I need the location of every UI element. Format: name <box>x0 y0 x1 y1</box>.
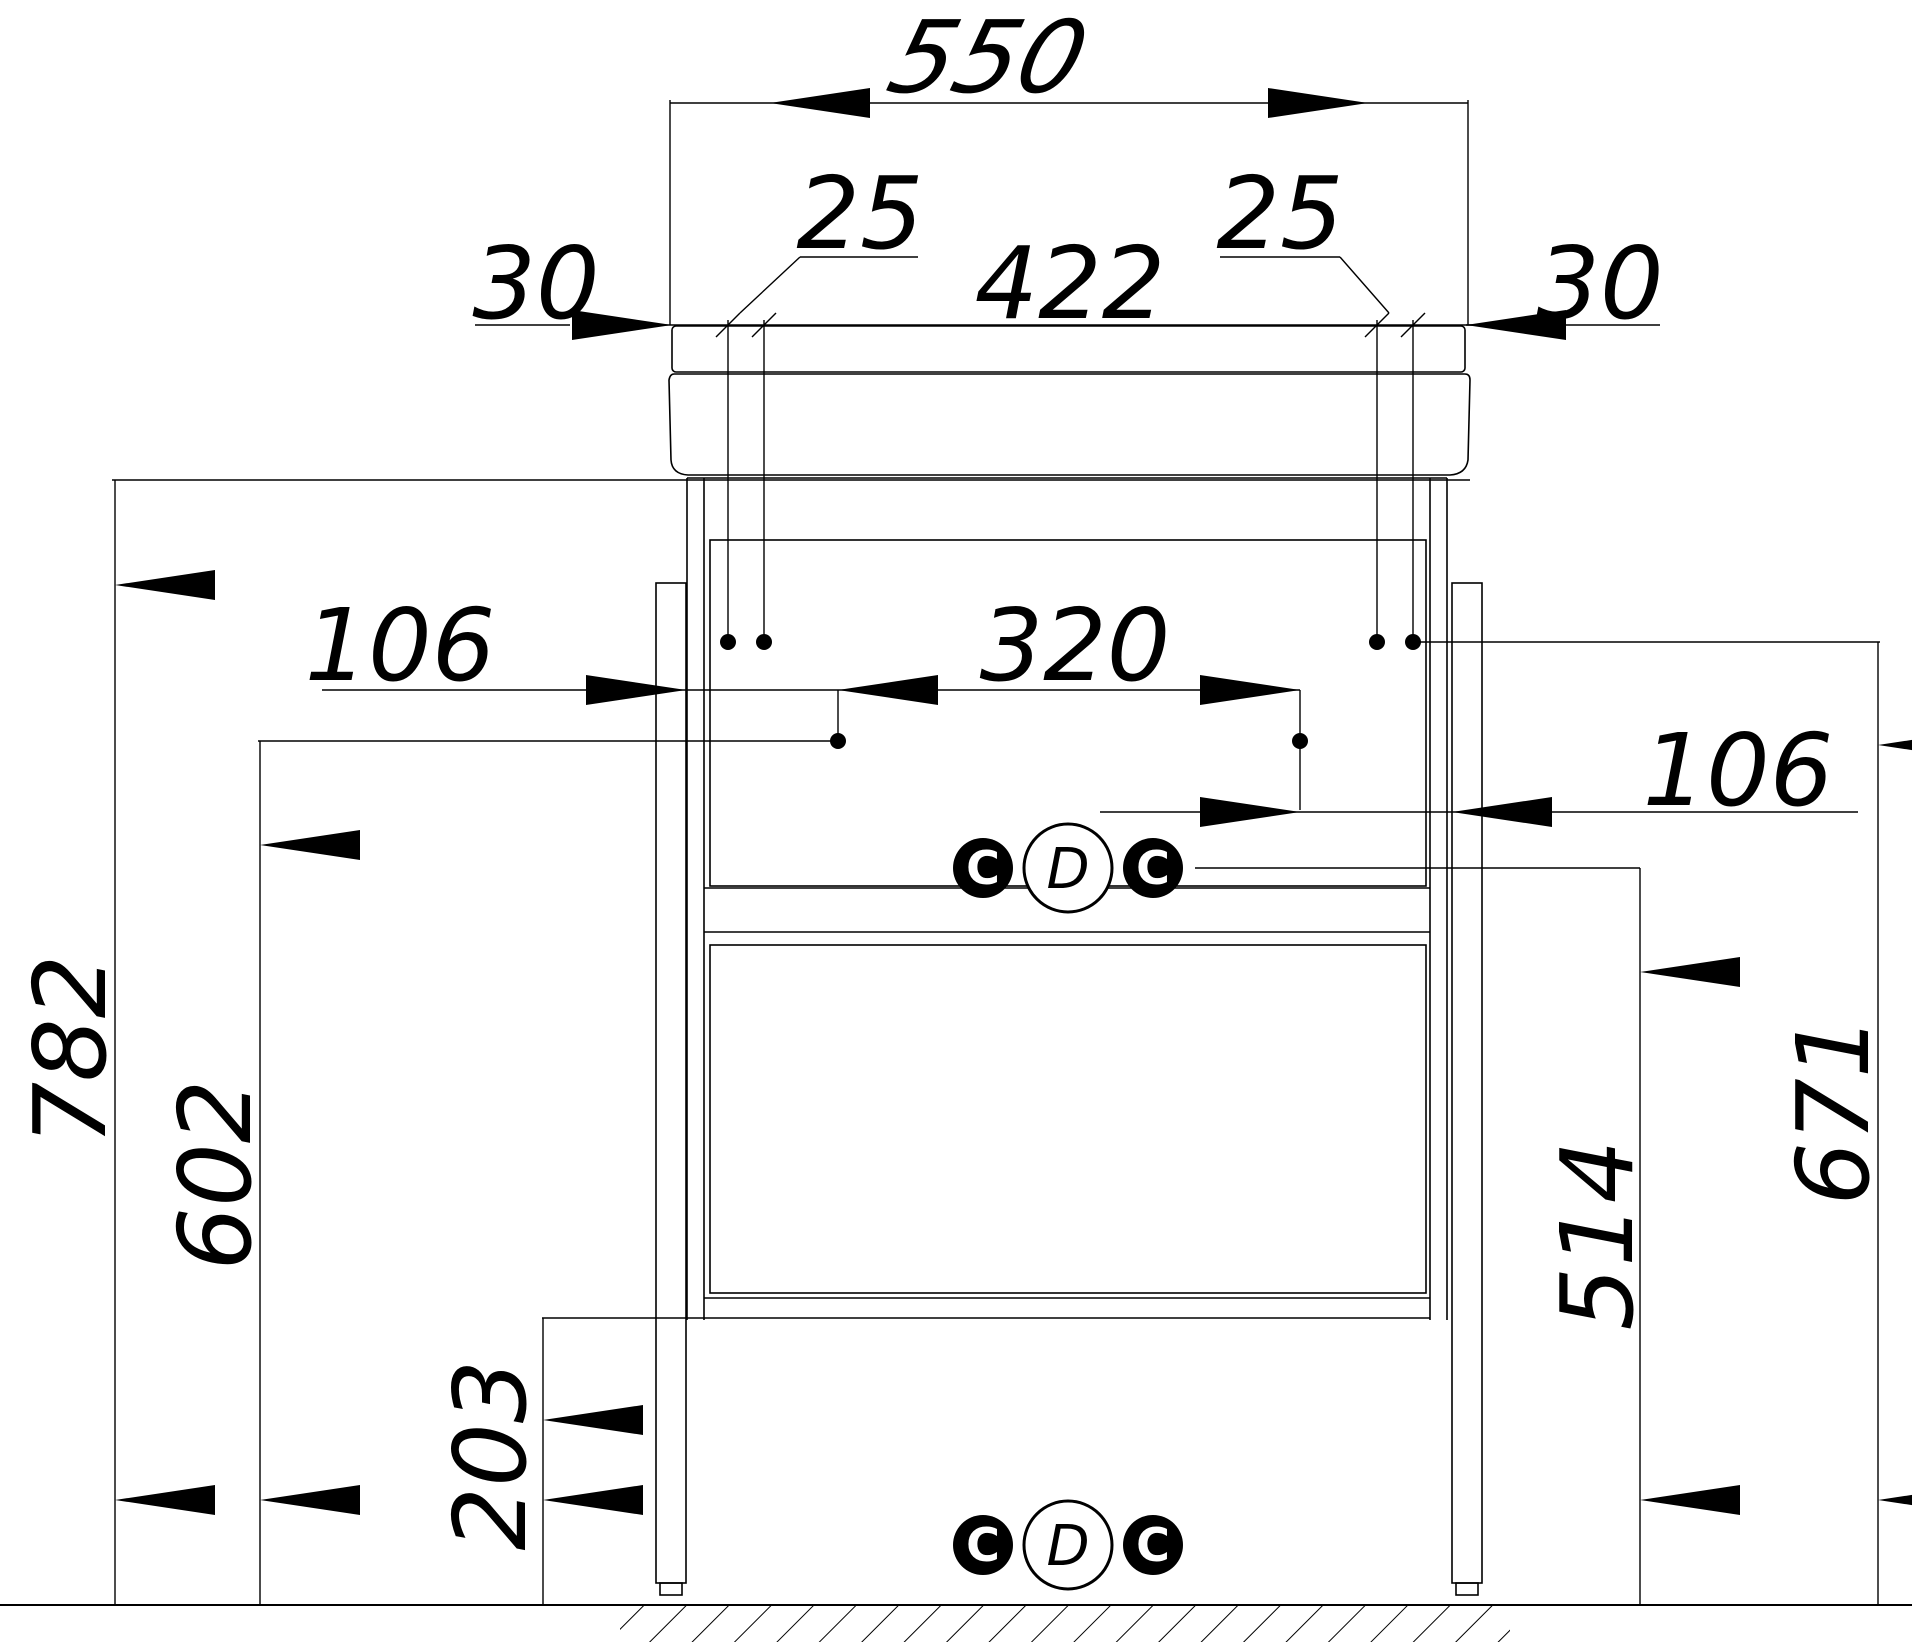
left-leg <box>655 582 687 1584</box>
pipe-dot <box>1369 634 1385 650</box>
hot-water-label: C <box>1136 841 1170 895</box>
drain-label: D <box>1046 837 1089 902</box>
cold-water-label: C <box>966 841 1000 895</box>
pipe-dots <box>720 634 1421 749</box>
basin-body <box>668 373 1471 476</box>
drain-icon <box>1022 1499 1114 1591</box>
pipe-dot <box>756 634 772 650</box>
dim-203-label: 203 <box>432 1360 549 1551</box>
dim-514-label: 514 <box>1539 1140 1656 1331</box>
basin-top <box>671 325 1466 373</box>
cold-water-label: C <box>966 1518 1000 1572</box>
dim-422-label: 422 <box>975 225 1166 342</box>
hot-water-icon <box>1123 1515 1183 1575</box>
dim-25-left-label: 25 <box>796 155 923 272</box>
dim-106-left-label: 106 <box>305 587 496 704</box>
connection-symbols-upper: C D C <box>953 822 1183 914</box>
dim-320-label: 320 <box>980 587 1171 704</box>
cold-water-icon <box>953 1515 1013 1575</box>
dim-30-left-label: 30 <box>472 225 599 342</box>
drain-label: D <box>1046 1514 1089 1579</box>
hot-water-icon <box>1123 838 1183 898</box>
floor <box>0 1604 1912 1642</box>
left-foot <box>659 1582 683 1596</box>
cabinet-outline <box>655 325 1483 1596</box>
hot-water-label: C <box>1136 1518 1170 1572</box>
dimension-text: 550 30 25 422 25 30 106 320 106 782 602 … <box>12 1 1892 1551</box>
lower-drawer <box>709 944 1427 1294</box>
right-leg <box>1451 582 1483 1584</box>
dim-106-right-label: 106 <box>1643 712 1834 829</box>
dim-25-right-label: 25 <box>1216 155 1343 272</box>
dim-602-label: 602 <box>157 1080 274 1271</box>
right-foot <box>1455 1582 1479 1596</box>
dim-30-right-label: 30 <box>1536 225 1663 342</box>
dim-671-label: 671 <box>1775 1015 1892 1206</box>
pipe-dot <box>720 634 736 650</box>
floor-hatch <box>620 1606 1510 1642</box>
dim-550-label: 550 <box>877 1 1099 117</box>
drain-icon <box>1022 822 1114 914</box>
connection-symbols-lower: C D C <box>953 1499 1183 1591</box>
dimension-lines <box>112 87 1912 1605</box>
cold-water-icon <box>953 838 1013 898</box>
dim-782-label: 782 <box>12 955 129 1146</box>
